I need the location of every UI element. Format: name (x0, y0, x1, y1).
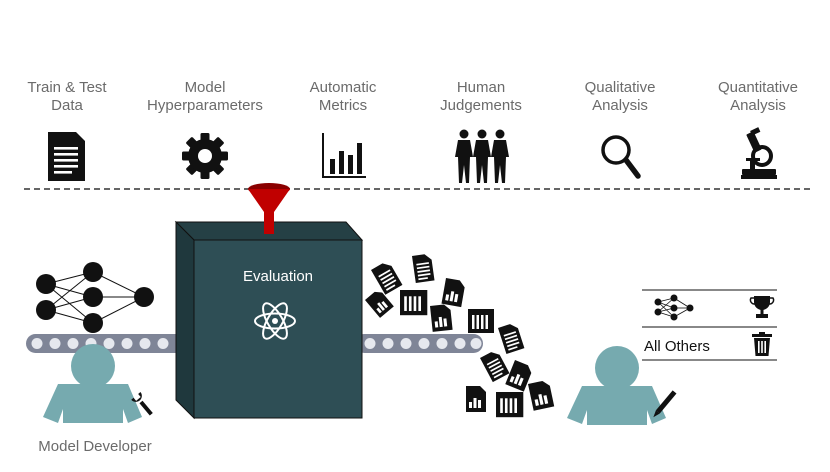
bar-chart-icon (322, 133, 366, 178)
funnel-icon (248, 183, 290, 234)
category-line1: Qualitative (584, 79, 656, 96)
wrench-icon (131, 392, 153, 416)
category-label-quantitative: Quantitative Analysis (683, 79, 830, 115)
evaluation-box (174, 220, 364, 420)
category-line1: Automatic (309, 79, 377, 96)
category-label-data: Train & Test Data (0, 79, 142, 115)
category-line1: Human (456, 79, 506, 96)
category-line1: Model (184, 79, 226, 96)
category-line2: Data (51, 97, 83, 114)
people-icon (455, 129, 509, 183)
category-line2: Analysis (730, 97, 786, 114)
category-line2: Metrics (318, 97, 368, 114)
document-icon (48, 132, 85, 181)
conveyor-right (355, 334, 483, 353)
category-line1: Quantitative (717, 79, 799, 96)
trash-icon (752, 332, 772, 356)
ranking-table (642, 289, 777, 361)
atom-icon (254, 302, 296, 340)
evaluation-title: Evaluation (242, 268, 314, 285)
reviewer-person-icon (567, 346, 666, 425)
category-line2: Analysis (592, 97, 648, 114)
category-line1: Train & Test (27, 79, 107, 96)
model-developer-label: Model Developer (38, 438, 152, 455)
category-label-hyperparameters: Model Hyperparameters (130, 79, 280, 115)
trophy-icon (749, 296, 775, 318)
magnifier-icon (601, 135, 641, 179)
all-others-label: All Others (644, 338, 710, 355)
pen-icon (653, 390, 677, 418)
category-label-qualitative: Qualitative Analysis (545, 79, 695, 115)
developer-person-icon (43, 344, 142, 423)
microscope-icon (741, 127, 777, 179)
conveyor-left (26, 334, 196, 353)
category-label-judgements: Human Judgements (406, 79, 556, 115)
small-neural-network-icon (654, 294, 694, 321)
neural-network-icon (36, 262, 154, 333)
category-line2: Hyperparameters (147, 97, 263, 114)
gear-icon (182, 133, 228, 179)
category-line2: Judgements (440, 97, 522, 114)
category-label-metrics: Automatic Metrics (268, 79, 418, 115)
